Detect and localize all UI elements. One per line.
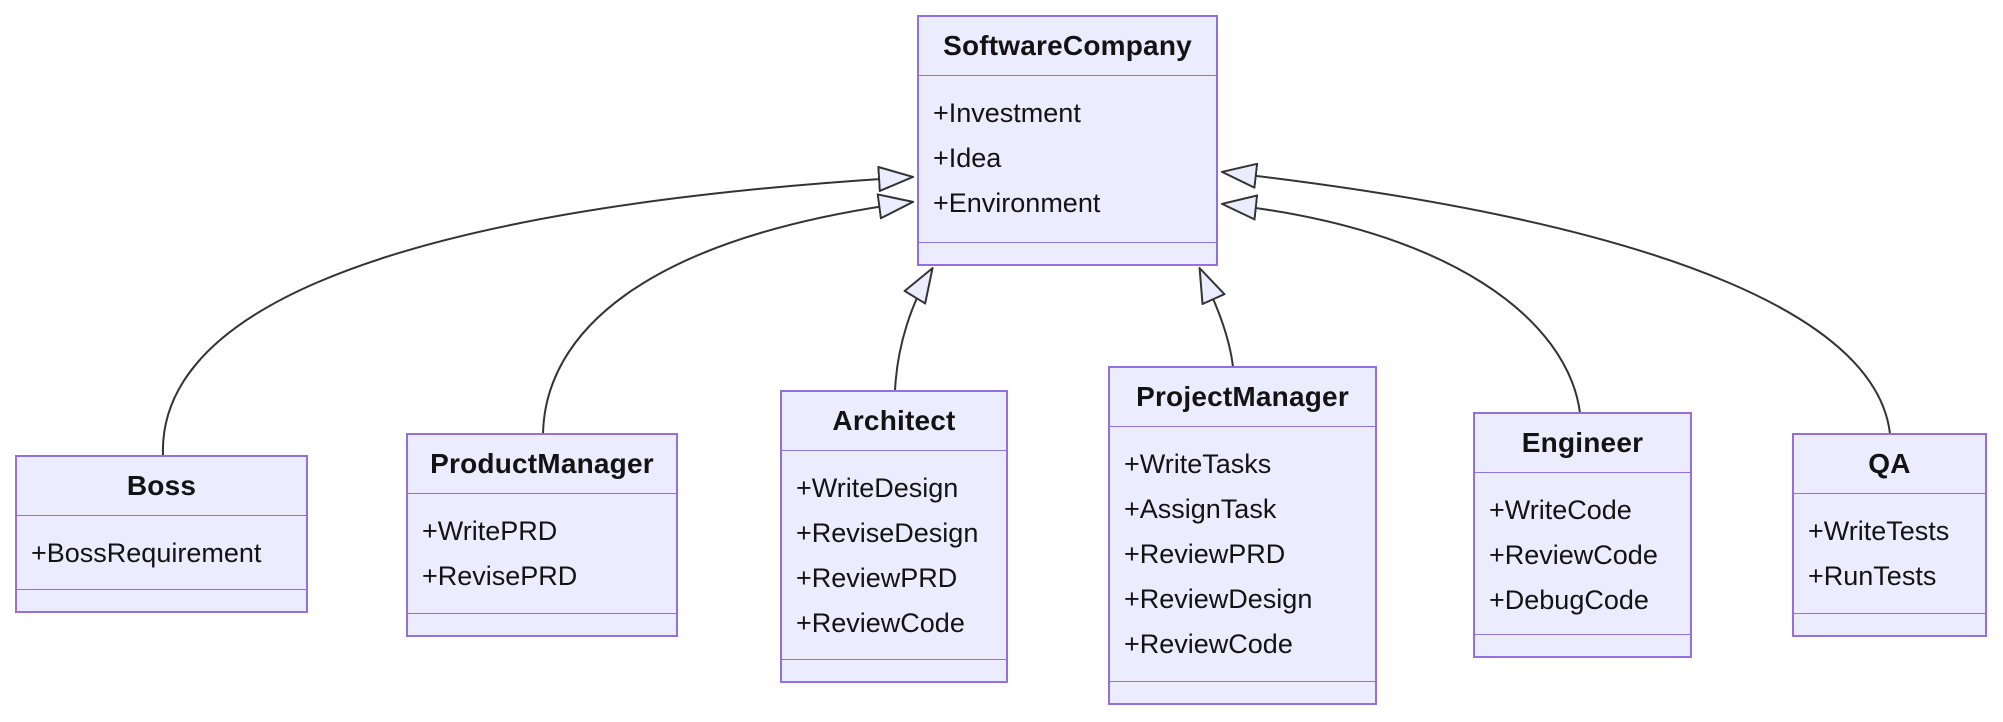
class-attributes: +WriteCode +ReviewCode +DebugCode xyxy=(1475,473,1690,634)
class-attribute: +WriteDesign xyxy=(796,473,959,503)
class-title: ProjectManager xyxy=(1110,368,1375,427)
class-attribute: +Environment xyxy=(933,188,1101,218)
edge-qa-inheritance xyxy=(1223,172,1891,435)
class-attributes: +Investment +Idea +Environment xyxy=(919,76,1216,242)
class-attribute: +BossRequirement xyxy=(31,538,262,568)
class-attribute: +AssignTask xyxy=(1124,494,1277,524)
class-attribute: +ReviewPRD xyxy=(796,563,958,593)
class-attributes: +BossRequirement xyxy=(17,516,306,589)
class-methods-compartment-empty xyxy=(408,613,676,635)
class-attribute: +WritePRD xyxy=(422,516,558,546)
class-node-qa: QA +WriteTests +RunTests xyxy=(1792,433,1987,637)
class-methods-compartment-empty xyxy=(782,659,1006,681)
class-attribute: +ReviewDesign xyxy=(1124,584,1313,614)
class-methods-compartment-empty xyxy=(919,242,1216,264)
class-node-softwarecompany: SoftwareCompany +Investment +Idea +Envir… xyxy=(917,15,1218,266)
class-attributes: +WriteTasks +AssignTask +ReviewPRD +Revi… xyxy=(1110,427,1375,681)
class-attribute: +ReviewPRD xyxy=(1124,539,1286,569)
class-methods-compartment-empty xyxy=(1475,634,1690,656)
class-node-productmanager: ProductManager +WritePRD +RevisePRD xyxy=(406,433,678,637)
edge-boss-inheritance xyxy=(161,177,912,457)
class-attributes: +WriteTests +RunTests xyxy=(1794,494,1985,613)
edge-productmanager-inheritance xyxy=(542,202,912,435)
class-attribute: +WriteTests xyxy=(1808,516,1950,546)
class-attribute: +DebugCode xyxy=(1489,585,1649,615)
class-attribute: +RunTests xyxy=(1808,561,1937,591)
class-methods-compartment-empty xyxy=(1110,681,1375,703)
class-attributes: +WriteDesign +ReviseDesign +ReviewPRD +R… xyxy=(782,451,1006,659)
class-attribute: +ReviseDesign xyxy=(796,518,979,548)
edge-engineer-inheritance xyxy=(1223,204,1581,414)
class-attribute: +ReviewCode xyxy=(796,608,965,638)
class-attributes: +WritePRD +RevisePRD xyxy=(408,494,676,613)
class-attribute: +RevisePRD xyxy=(422,561,578,591)
class-title: Architect xyxy=(782,392,1006,451)
class-node-boss: Boss +BossRequirement xyxy=(15,455,308,613)
class-node-engineer: Engineer +WriteCode +ReviewCode +DebugCo… xyxy=(1473,412,1692,658)
class-title: Boss xyxy=(17,457,306,516)
class-title: ProductManager xyxy=(408,435,676,494)
class-methods-compartment-empty xyxy=(17,589,306,611)
edge-architect-inheritance xyxy=(894,269,932,392)
class-attribute: +WriteCode xyxy=(1489,495,1632,525)
class-attribute: +Idea xyxy=(933,143,1002,173)
class-node-projectmanager: ProjectManager +WriteTasks +AssignTask +… xyxy=(1108,366,1377,705)
class-node-architect: Architect +WriteDesign +ReviseDesign +Re… xyxy=(780,390,1008,683)
class-attribute: +WriteTasks xyxy=(1124,449,1272,479)
class-attribute: +Investment xyxy=(933,98,1081,128)
class-methods-compartment-empty xyxy=(1794,613,1985,635)
class-title: SoftwareCompany xyxy=(919,17,1216,76)
class-title: QA xyxy=(1794,435,1985,494)
edge-projectmanager-inheritance xyxy=(1200,269,1234,368)
class-attribute: +ReviewCode xyxy=(1489,540,1658,570)
class-title: Engineer xyxy=(1475,414,1690,473)
class-attribute: +ReviewCode xyxy=(1124,629,1293,659)
